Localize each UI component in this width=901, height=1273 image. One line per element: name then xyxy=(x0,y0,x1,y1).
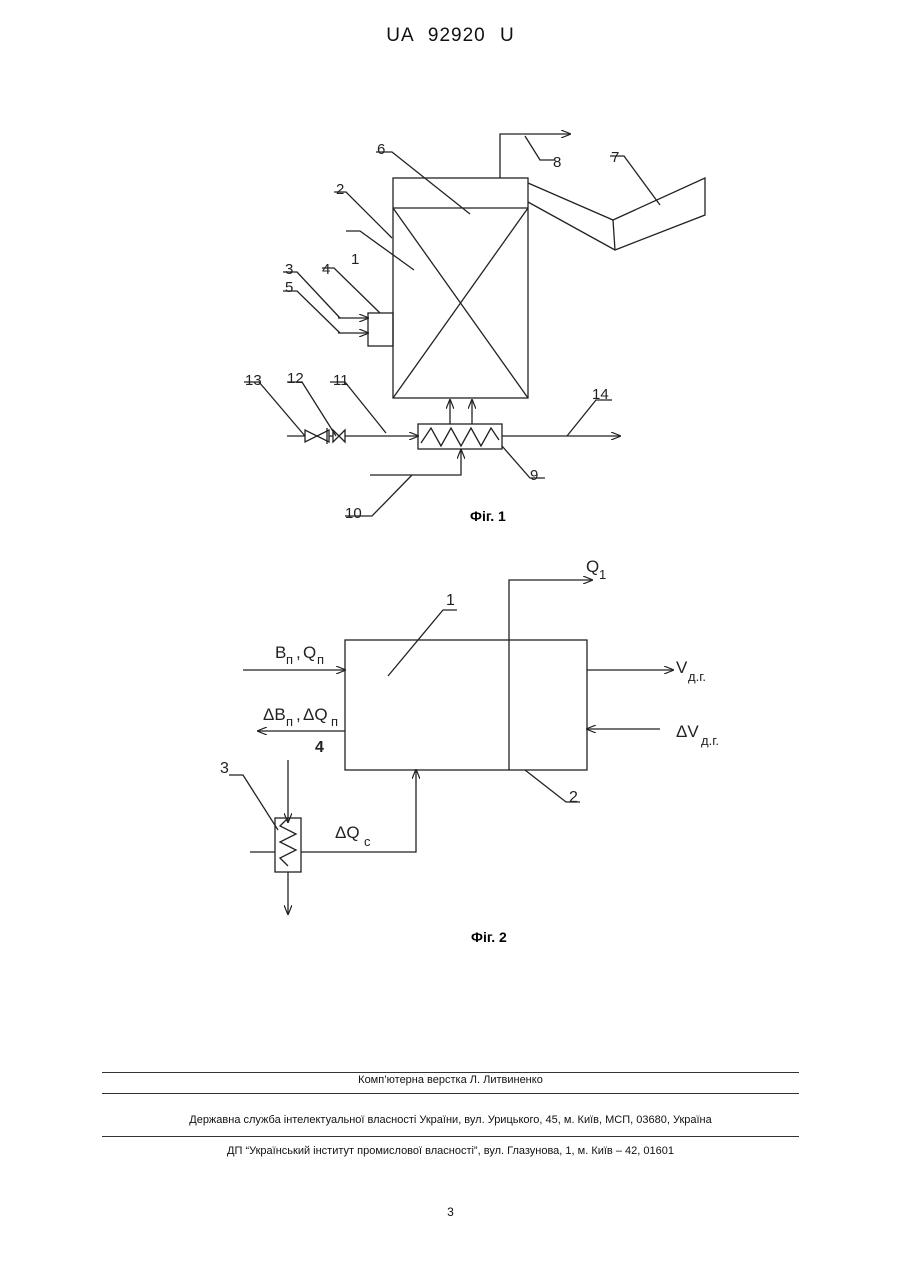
label-dv-right-sub: д.г. xyxy=(701,733,719,748)
label-dqc: ΔQ xyxy=(335,823,360,842)
footer-rule-3 xyxy=(102,1136,799,1137)
label-dv-right: ΔV xyxy=(676,722,699,741)
label-dq-left-sub: п xyxy=(331,714,338,729)
footer-institute: ДП “Український інститут промислової вла… xyxy=(102,1145,799,1157)
footer-agency: Державна служба інтелектуальної власност… xyxy=(102,1114,799,1126)
footer-rule-1 xyxy=(102,1072,799,1073)
label-v-right: V xyxy=(676,658,688,677)
label-q1-sub: 1 xyxy=(599,567,606,582)
label-db-left: ΔB xyxy=(263,705,286,724)
label-b-left-sub: п xyxy=(286,652,293,667)
label-q-left-sub: п xyxy=(317,652,324,667)
block-1 xyxy=(345,640,587,770)
exchanger-3 xyxy=(275,818,301,872)
label-block-2: 2 xyxy=(569,789,578,806)
label-db-left-sub: п xyxy=(286,714,293,729)
label-b-left: B xyxy=(275,643,286,662)
figure-2: Q 1 1 2 B п , Q п ΔB п , ΔQ п V д.г. ΔV … xyxy=(0,0,901,960)
label-dq-left: ΔQ xyxy=(303,705,328,724)
label-db-left-comma: , xyxy=(296,705,301,724)
label-exchanger-3: 3 xyxy=(220,760,229,777)
label-v-right-sub: д.г. xyxy=(688,669,706,684)
label-block-1: 1 xyxy=(446,592,455,609)
footer-rule-2 xyxy=(102,1093,799,1094)
label-b-left-comma: , xyxy=(296,643,301,662)
label-q-left: Q xyxy=(303,643,316,662)
label-dqc-sub: c xyxy=(364,834,371,849)
footer-typesetter: Комп’ютерна верстка Л. Литвиненко xyxy=(102,1074,799,1086)
label-exchanger-4: 4 xyxy=(315,739,324,756)
label-q1: Q xyxy=(586,557,599,576)
figure-2-caption: Фіг. 2 xyxy=(471,929,507,945)
page-number: 3 xyxy=(0,1205,901,1219)
